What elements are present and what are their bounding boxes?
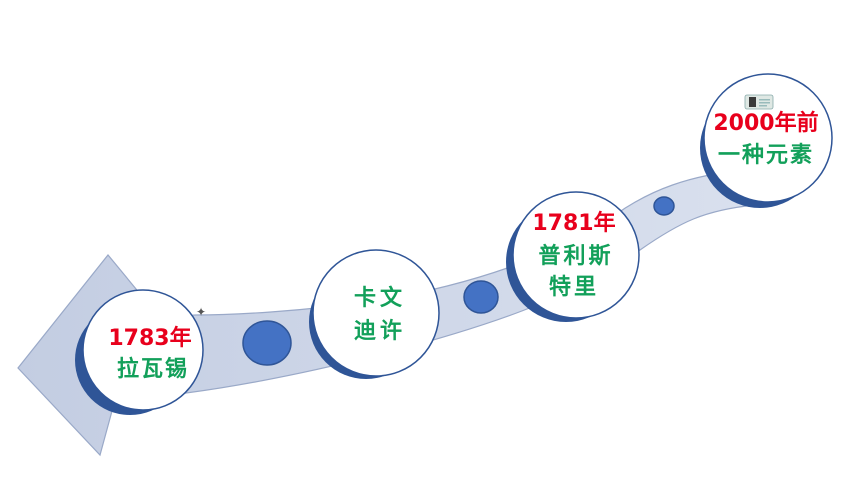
connector-dot xyxy=(653,196,675,216)
node-name-line: 特里 xyxy=(549,274,599,300)
connector-dot xyxy=(242,320,292,366)
timeline-node-1783: 1783年 拉瓦锡 xyxy=(75,289,204,415)
node-name-line: 卡文 xyxy=(354,285,406,311)
node-year: 1783年 xyxy=(108,325,191,351)
timeline-node-2000: 2000年前 一种元素 xyxy=(700,73,833,208)
node-year: 2000年前 xyxy=(713,110,818,136)
node-name-line: 普利斯 xyxy=(538,243,613,269)
node-year: 1781年 xyxy=(532,210,615,236)
node-name-line: 拉瓦锡 xyxy=(117,356,189,382)
node-name-line: 迪许 xyxy=(354,318,406,344)
portrait-thumbnail-icon xyxy=(744,94,774,110)
timeline-node-1781: 1781年 普利斯 特里 xyxy=(506,191,640,322)
node-name-line: 一种元素 xyxy=(718,142,814,168)
connector-dot xyxy=(463,280,499,314)
timeline-node-cavendish: 卡文 迪许 xyxy=(309,249,440,379)
sparkle-glyph: ✦ xyxy=(196,305,206,319)
